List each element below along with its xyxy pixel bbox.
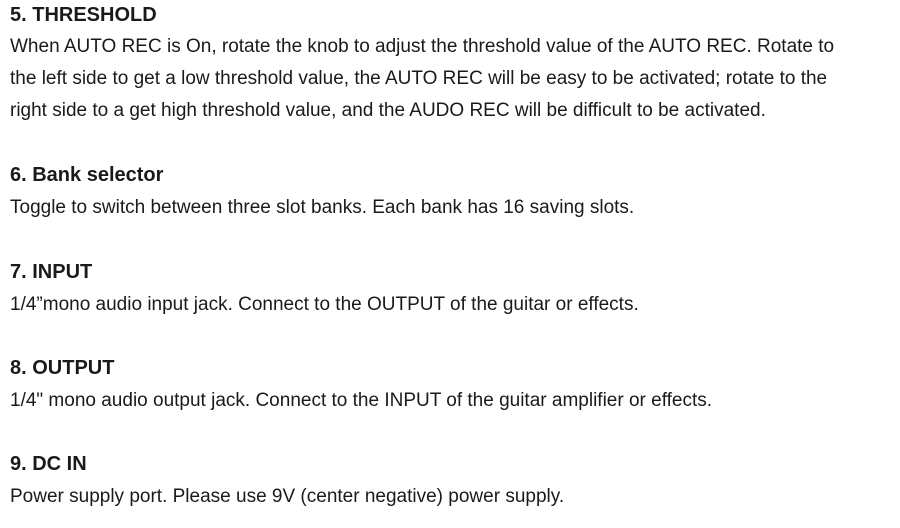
body-line: 1/4" mono audio output jack. Connect to … bbox=[10, 390, 713, 411]
section-heading: 8. OUTPUT bbox=[10, 357, 115, 379]
body-line: Power supply port. Please use 9V (center… bbox=[10, 486, 565, 507]
body-line: Toggle to switch between three slot bank… bbox=[10, 197, 635, 218]
section-body: Power supply port. Please use 9V (center… bbox=[10, 481, 895, 513]
section-threshold: 5. THRESHOLD When AUTO REC is On, rotate… bbox=[10, 2, 895, 127]
section-body: 1/4" mono audio output jack. Connect to … bbox=[10, 385, 895, 417]
section-heading: 5. THRESHOLD bbox=[10, 4, 157, 26]
body-line: right side to a get high threshold value… bbox=[10, 100, 766, 121]
body-line: 1/4”mono audio input jack. Connect to th… bbox=[10, 294, 639, 315]
section-body: Toggle to switch between three slot bank… bbox=[10, 192, 895, 224]
section-dc-in: 9. DC IN Power supply port. Please use 9… bbox=[10, 451, 895, 513]
section-body: When AUTO REC is On, rotate the knob to … bbox=[10, 31, 895, 127]
section-heading: 9. DC IN bbox=[10, 453, 87, 475]
body-line: the left side to get a low threshold val… bbox=[10, 68, 828, 89]
section-output: 8. OUTPUT 1/4" mono audio output jack. C… bbox=[10, 355, 895, 417]
section-heading: 7. INPUT bbox=[10, 261, 93, 283]
body-line: When AUTO REC is On, rotate the knob to … bbox=[10, 36, 835, 57]
section-body: 1/4”mono audio input jack. Connect to th… bbox=[10, 289, 895, 321]
section-heading: 6. Bank selector bbox=[10, 164, 164, 186]
section-bank-selector: 6. Bank selector Toggle to switch betwee… bbox=[10, 162, 895, 224]
section-input: 7. INPUT 1/4”mono audio input jack. Conn… bbox=[10, 259, 895, 321]
